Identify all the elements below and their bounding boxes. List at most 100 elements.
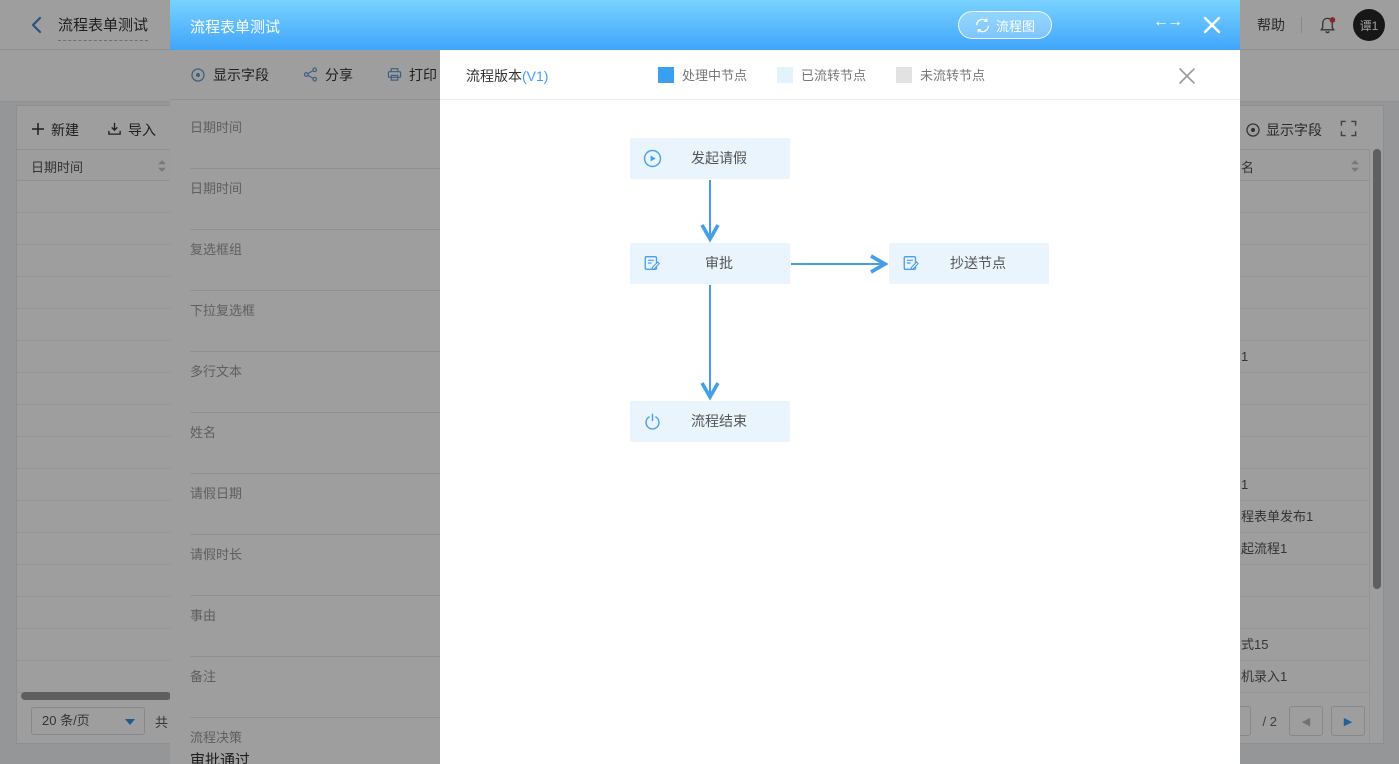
legend-label: 处理中节点 [682,68,748,83]
chevron-down-icon [125,719,135,725]
table-row[interactable]: 程表单发布1 [1239,501,1370,533]
table-row[interactable] [1239,245,1370,277]
legend-swatch [777,66,794,83]
flow-node-approval[interactable]: 审批 [630,243,790,284]
field-label: 多行文本 [190,364,243,379]
table-row[interactable] [17,373,173,405]
page-size-select[interactable]: 20 条/页 [31,707,145,735]
cell-value: 程表单发布1 [1241,509,1314,524]
import-button[interactable]: 导入 [107,120,156,140]
display-fields-label: 显示字段 [1266,122,1322,138]
prev-page-button[interactable]: ◀ [1289,706,1323,736]
display-fields-label: 显示字段 [213,66,269,83]
table-row[interactable]: 式15 [1239,629,1370,661]
column-header-name[interactable]: 名 [1239,149,1370,181]
table-row[interactable]: 起流程1 [1239,533,1370,565]
flow-node-cc[interactable]: 抄送节点 [889,243,1049,284]
table-row[interactable] [17,533,173,565]
table-row[interactable] [17,597,173,629]
table-row[interactable]: 1 [1239,469,1370,501]
drawer-header: 流程表单测试 流程图 ←→ [170,0,1240,50]
table-row[interactable] [17,565,173,597]
print-label: 打印 [409,66,437,83]
printer-icon [387,67,402,82]
flow-node-label: 审批 [705,255,733,271]
legend-swatch [896,66,913,83]
field-label: 请假时长 [190,547,243,562]
flow-version-value[interactable]: (V1) [522,68,549,84]
table-row[interactable] [17,469,173,501]
table-row[interactable] [1239,373,1370,405]
eye-icon [190,67,206,83]
flow-node-start[interactable]: 发起请假 [630,138,790,179]
table-row[interactable]: 1 [1239,341,1370,373]
table-row[interactable] [17,181,173,213]
column-header-label: 日期时间 [31,160,84,175]
field-label: 日期时间 [190,120,243,135]
table-row[interactable] [1239,309,1370,341]
table-row[interactable] [1239,213,1370,245]
share-label: 分享 [325,66,353,83]
sort-icon[interactable] [1350,159,1360,176]
divider [1301,17,1302,33]
horizontal-scrollbar[interactable] [21,692,171,700]
vertical-scrollbar[interactable] [1373,149,1381,589]
page-size-control: 20 条/页 共 [31,706,168,736]
table-row[interactable] [1239,437,1370,469]
flow-chart-button[interactable]: 流程图 [958,11,1053,39]
table-row[interactable]: 机录入1 [1239,661,1370,693]
avatar[interactable]: 谭1 [1353,9,1385,41]
flow-node-label: 发起请假 [691,150,747,166]
sort-icon[interactable] [157,159,167,176]
table-row[interactable] [1239,277,1370,309]
flow-chart-modal: 流程版本(V1) 处理中节点 已流转节点 未流转节点 [440,50,1240,764]
table-row[interactable] [1239,181,1370,213]
flow-node-end[interactable]: 流程结束 [630,401,790,442]
page-title[interactable]: 流程表单测试 [58,14,149,41]
table-row[interactable] [1239,405,1370,437]
new-record-label: 新建 [51,122,79,138]
table-row[interactable] [17,405,173,437]
table-row[interactable] [17,309,173,341]
expand-icon[interactable]: ←→ [1153,13,1183,30]
display-fields-button[interactable]: 显示字段 [1245,120,1322,140]
flow-node-label: 抄送节点 [950,255,1006,271]
table-row[interactable] [1239,565,1370,597]
legend-label: 未流转节点 [920,68,986,83]
cell-value: 1 [1241,477,1249,492]
flow-chart-label: 流程图 [996,18,1036,34]
table-row[interactable] [17,629,173,661]
back-button[interactable] [28,16,48,36]
triangle-right-icon: ▶ [1343,715,1353,728]
next-page-button[interactable]: ▶ [1331,706,1365,736]
chevron-left-icon [28,16,46,37]
field-row: 流程决策 审批通过 [190,718,1220,764]
new-record-button[interactable]: 新建 [31,120,79,140]
share-button[interactable]: 分享 [303,65,353,85]
table-row[interactable] [17,277,173,309]
flow-connectors [700,180,889,401]
field-label: 流程决策 [190,730,243,745]
legend-item-passed: 已流转节点 [777,65,866,84]
field-label: 复选框组 [190,242,243,257]
table-row[interactable] [17,213,173,245]
bell-icon[interactable] [1318,16,1337,35]
legend-label: 已流转节点 [801,68,867,83]
flow-canvas: 发起请假 审批 抄送节点 流程结束 [440,100,1240,764]
print-button[interactable]: 打印 [387,65,437,85]
close-icon[interactable] [1200,13,1224,37]
help-link[interactable]: 帮助 [1257,17,1285,33]
close-icon[interactable] [1176,65,1198,87]
plus-icon [31,122,45,139]
table-row[interactable] [17,437,173,469]
table-row[interactable] [17,501,173,533]
table-row[interactable] [17,245,173,277]
play-icon [643,149,662,168]
table-row[interactable] [17,341,173,373]
table-row[interactable] [1239,597,1370,629]
field-label: 日期时间 [190,181,243,196]
display-fields-button[interactable]: 显示字段 [190,65,269,85]
edit-doc-icon [902,254,920,272]
fullscreen-button[interactable] [1340,120,1357,140]
column-header-datetime[interactable]: 日期时间 [17,149,173,181]
